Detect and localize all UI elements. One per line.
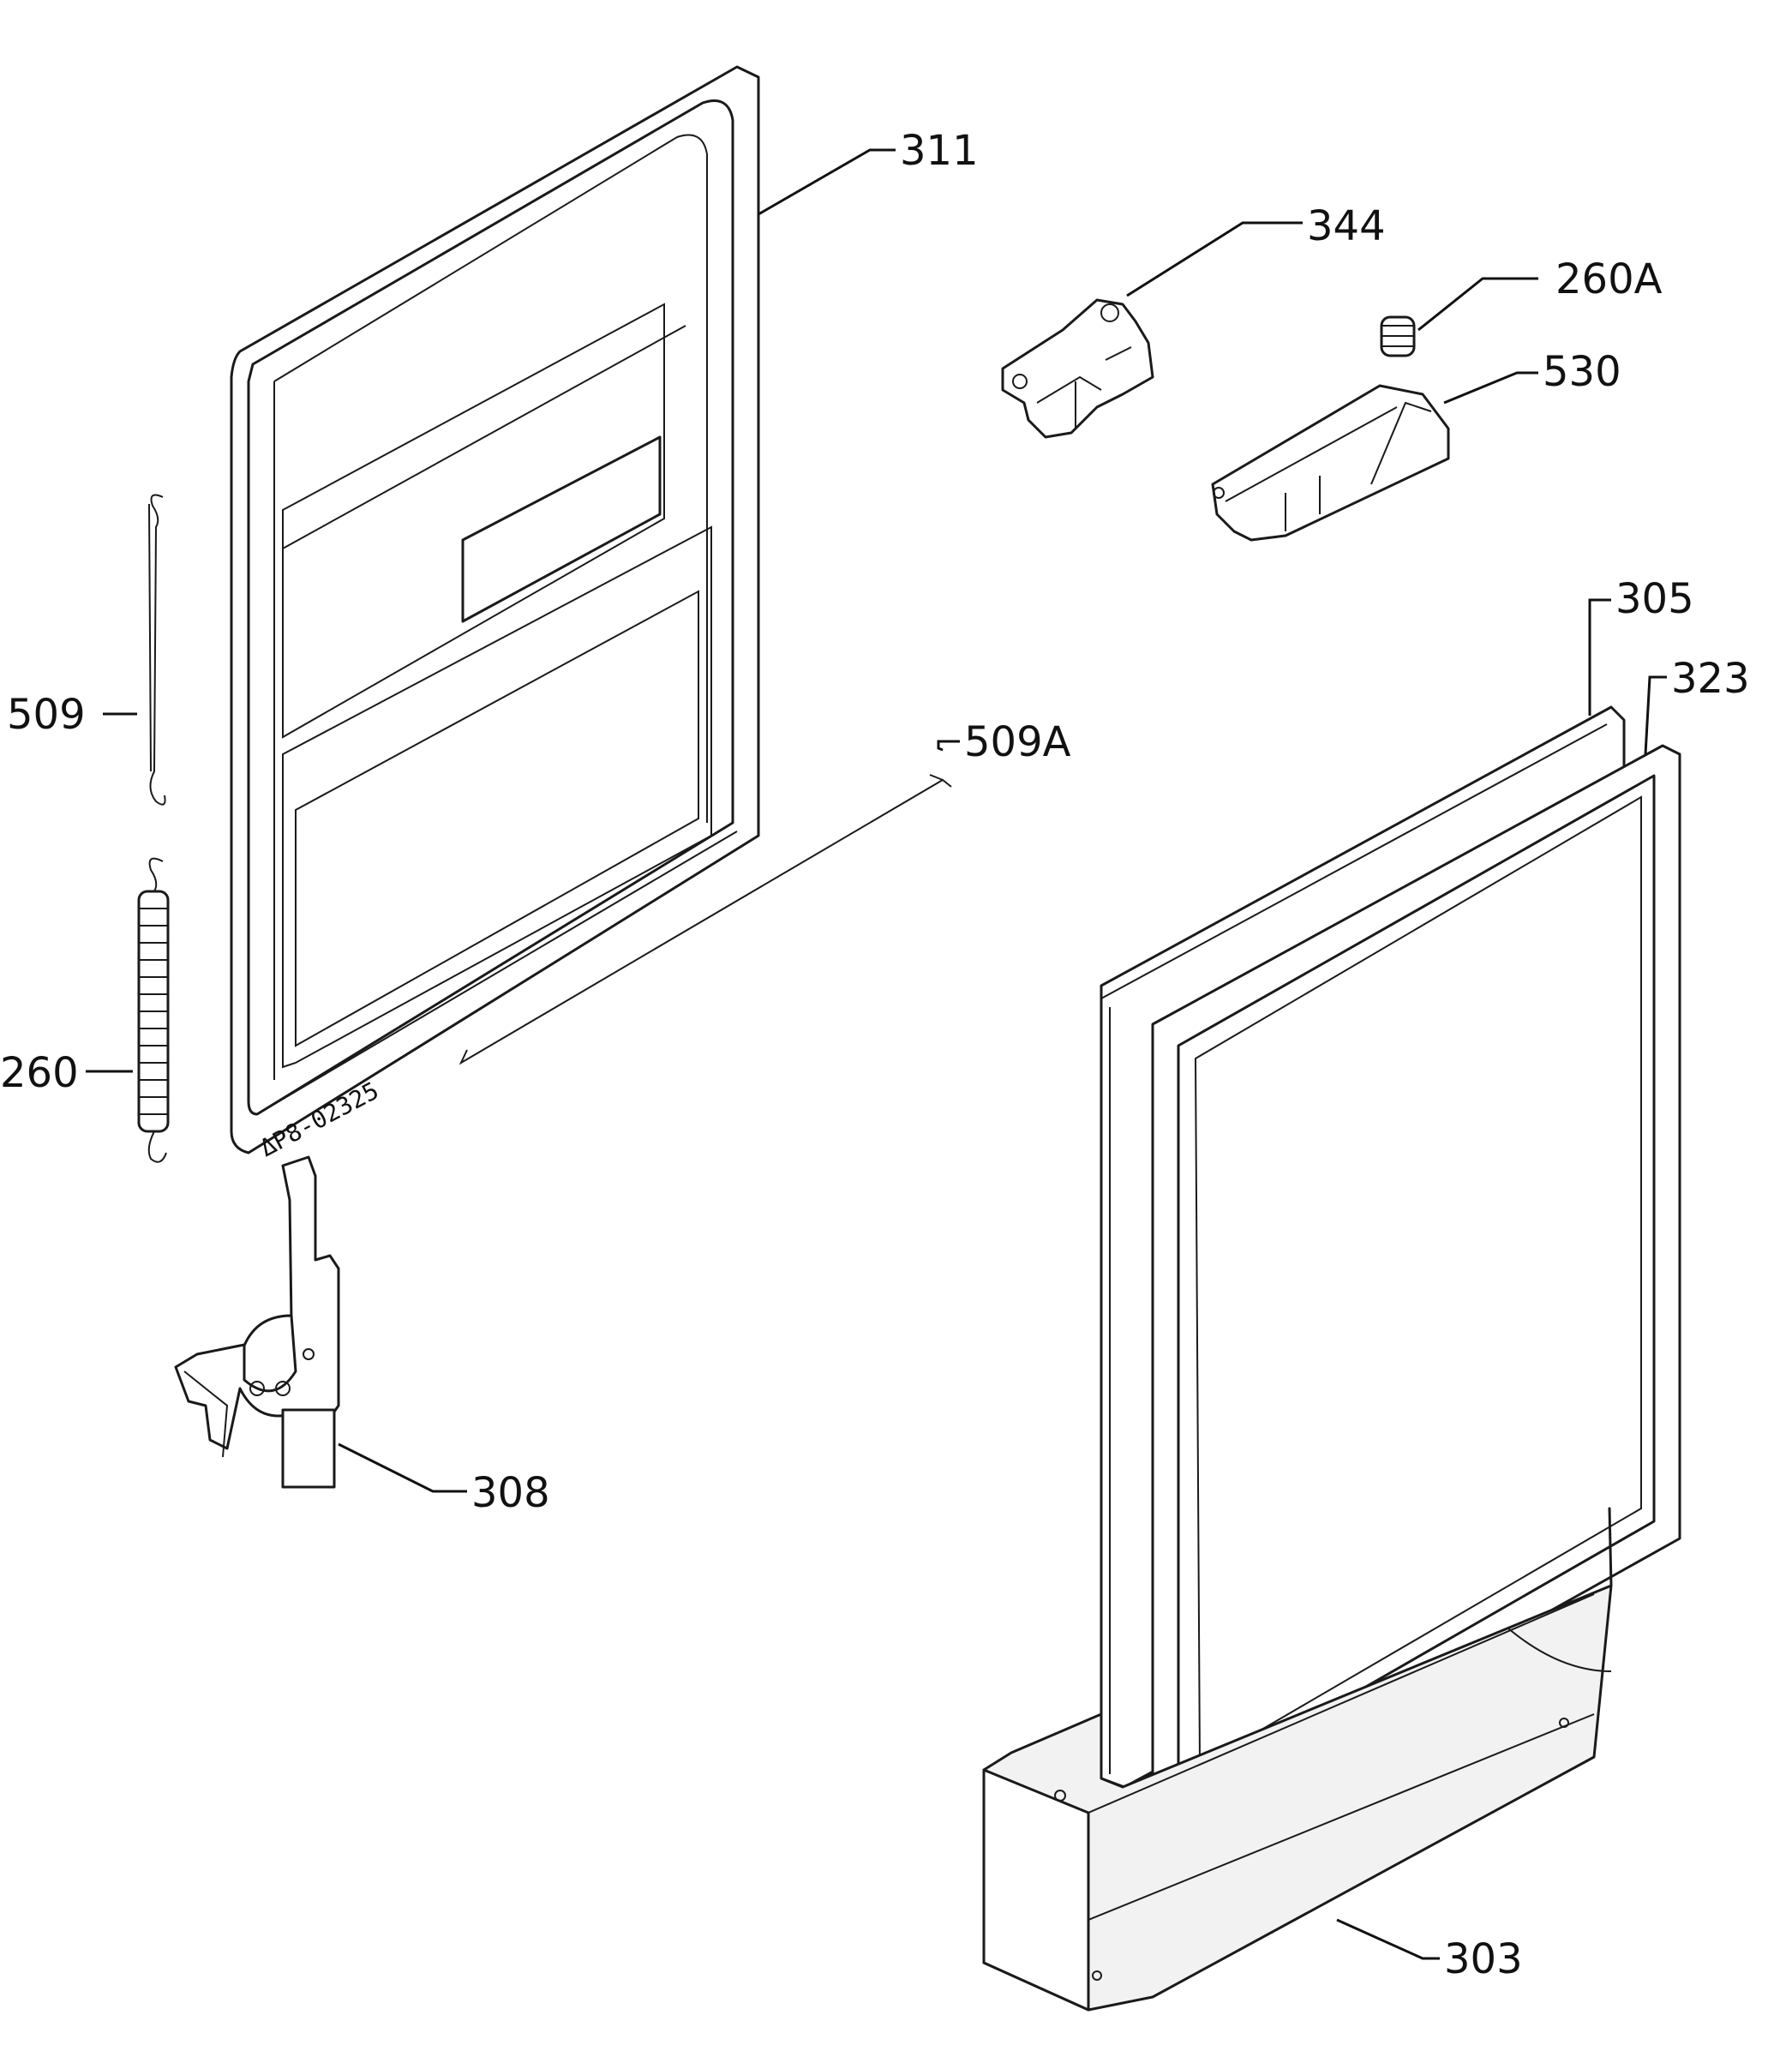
label-260: 260 bbox=[0, 1049, 79, 1097]
small-spring bbox=[1380, 315, 1416, 357]
label-308: 308 bbox=[471, 1469, 550, 1517]
label-260a: 260A bbox=[1555, 255, 1663, 303]
door-gasket-frame bbox=[1151, 744, 1681, 1823]
inner-door-panel bbox=[230, 65, 760, 1154]
label-311: 311 bbox=[900, 127, 979, 175]
hinge-bracket bbox=[174, 1155, 340, 1489]
door-rod bbox=[458, 774, 952, 1065]
door-latch bbox=[1001, 298, 1154, 439]
label-323: 323 bbox=[1671, 655, 1750, 703]
label-509a: 509A bbox=[964, 718, 1071, 766]
label-305: 305 bbox=[1615, 575, 1694, 623]
kick-plate bbox=[982, 1507, 1613, 2012]
leader-lines bbox=[86, 148, 1667, 1960]
hook-rod bbox=[148, 494, 166, 806]
label-509: 509 bbox=[7, 691, 86, 739]
label-344: 344 bbox=[1307, 202, 1386, 250]
label-530: 530 bbox=[1543, 348, 1621, 396]
label-303: 303 bbox=[1444, 1935, 1523, 1983]
door-catch bbox=[1211, 384, 1450, 542]
spring bbox=[137, 857, 170, 1163]
part-labels: 311 344 260A 530 305 323 509 509A 260 30… bbox=[0, 127, 1750, 1983]
